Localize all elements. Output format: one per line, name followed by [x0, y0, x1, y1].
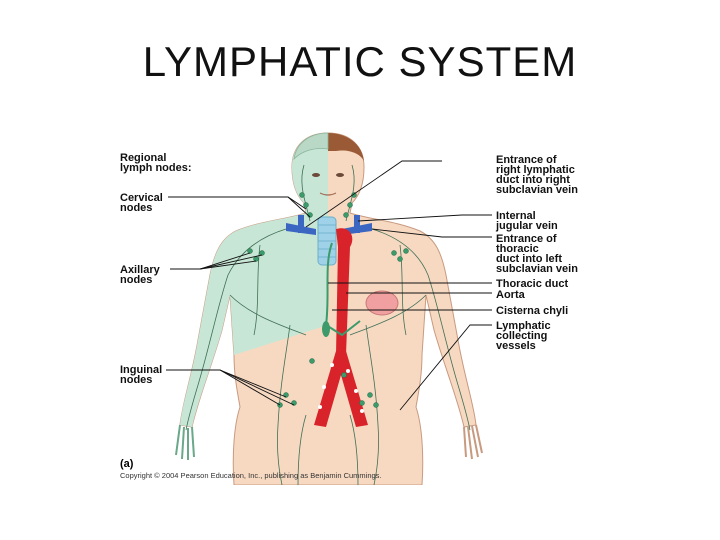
label-inguinal-nodes: Inguinal nodes [120, 364, 163, 386]
body-illustration [166, 132, 492, 485]
cisterna-chyli [322, 321, 330, 337]
label-regional-lymph-nodes: Regional lymph nodes: [120, 152, 192, 174]
panel-label: (a) [120, 458, 134, 470]
lymphatic-diagram: Regional lymph nodes: Cervical nodes Axi… [110, 125, 620, 485]
label-internal-jugular-vein: Internal jugular vein [496, 210, 558, 232]
leader-lines-left [166, 196, 311, 406]
lymph-nodes [247, 192, 409, 408]
label-aorta: Aorta [496, 289, 525, 301]
label-cisterna-chyli: Cisterna chyli [496, 305, 569, 317]
label-entrance-right-lymphatic-duct: Entrance of right lymphatic duct into ri… [496, 154, 578, 196]
stomach [365, 290, 399, 316]
lymphatic-vessels [185, 164, 471, 485]
label-axillary-nodes: Axillary nodes [120, 264, 160, 286]
aorta [314, 228, 368, 427]
thoracic-duct [325, 242, 361, 337]
label-thoracic-duct: Thoracic duct [496, 278, 569, 290]
body-silhouette [175, 132, 483, 485]
label-entrance-thoracic-duct: Entrance of thoracic duct into left subc… [496, 233, 578, 275]
leader-lines-right [305, 160, 492, 411]
label-cervical-nodes: Cervical nodes [120, 192, 163, 214]
copyright-notice: Copyright © 2004 Pearson Education, Inc.… [120, 471, 382, 480]
label-lymphatic-collecting-vessels: Lymphatic collecting vessels [496, 320, 551, 352]
slide-title: LYMPHATIC SYSTEM [142, 38, 578, 85]
